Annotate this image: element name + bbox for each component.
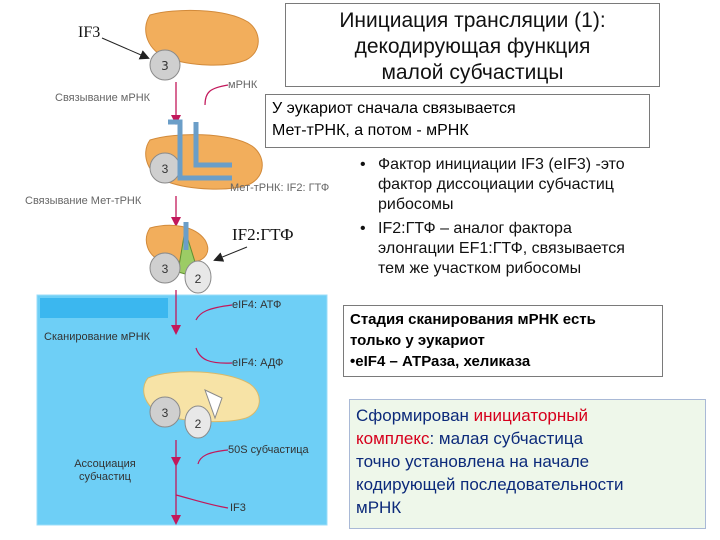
complex-note-red-text: комплекс	[356, 429, 430, 448]
complex-note-text: : малая субчастица	[429, 429, 584, 448]
if3-factor-circle	[149, 252, 181, 284]
if2-factor-circle	[184, 260, 212, 294]
complex-note-box: Сформирован инициаторный комплекс: малая…	[349, 399, 706, 529]
factor-if3-line-1: Фактор инициации IF3 (eIF3) -это	[378, 156, 625, 173]
mrna-label: мРНК	[228, 79, 258, 91]
scanning-note-line-2: только у эукариот	[350, 332, 485, 349]
factor-if2-line-2: элонгации EF1:ГТФ, связывается	[378, 240, 625, 257]
title-line-2: декодирующая функция	[354, 35, 591, 58]
translation-initiation-diagram: 3 IF3 Связывание мРНК мРНК 3 Мет-тРНК: I…	[25, 9, 329, 526]
scanning-note-line-3-text: eIF4 – АТРаза, хеликаза	[355, 353, 531, 370]
title-line-3: малой субчастицы	[381, 61, 564, 84]
title-line-1: Инициация трансляции (1):	[339, 9, 606, 32]
met-trna-label: Мет-тРНК: IF2: ГТФ	[230, 182, 329, 194]
mrna-scanning-label: Сканирование мРНК	[44, 331, 151, 343]
if2-factor-circle	[184, 405, 212, 439]
subunit-50s-arrow	[197, 449, 229, 465]
stage-1-complex: 3 IF3	[78, 9, 259, 81]
stage-4-complex: 3 2	[143, 371, 260, 439]
if3-factor-circle	[149, 49, 181, 81]
complex-note-red-text: инициаторный	[473, 406, 588, 425]
factor-item-if3: • Фактор инициации IF3 (eIF3) -это факто…	[360, 155, 710, 215]
if3-pointer-arrow	[101, 37, 150, 60]
eif4-atp-arrow	[195, 304, 233, 321]
if3-factor-circle	[149, 396, 181, 428]
subunit-50s-label: 50S субчастица	[228, 444, 310, 456]
subunit-3-label: 3	[162, 162, 169, 176]
complex-note-line-2: комплекс: малая субчастица	[356, 427, 699, 450]
factor-if3-line-3: рибосомы	[378, 196, 454, 213]
factor-if3-line-2: фактор диссоциации субчастиц	[378, 176, 614, 193]
eif4-adp-label: eIF4: АДФ	[232, 357, 283, 369]
stage-2-complex: 3	[145, 119, 263, 190]
eukaryote-note-box: У эукариот сначала связывается Мет-тРНК,…	[265, 94, 650, 148]
scanning-note-line-1: Стадия сканирования мРНК есть	[350, 311, 596, 328]
if3-release-label: IF3	[230, 502, 246, 514]
mrna-binding-label: Связывание мРНК	[55, 92, 151, 104]
factor-if2-line-3: тем же участком рибосомы	[378, 260, 582, 277]
eif4-atp-label: eIF4: АТФ	[232, 299, 281, 311]
association-label-line-1: Ассоциация	[74, 458, 136, 470]
eukaryote-note-line-2: Мет-тРНК, а потом - мРНК	[272, 122, 469, 139]
subunit-3-label: 3	[161, 59, 169, 73]
eif4-adp-arrow	[195, 347, 233, 364]
bullet-icon: •	[350, 353, 356, 370]
bullet-icon: •	[360, 156, 366, 173]
complex-note-line-4: кодирующей последовательности	[356, 475, 624, 494]
mrna-strand	[168, 119, 232, 181]
factors-list: • Фактор инициации IF3 (eIF3) -это факто…	[360, 155, 710, 279]
if2-gtp-pointer-arrow	[213, 246, 248, 262]
if2-gtp-label: IF2:ГТФ	[232, 225, 294, 244]
met-trna-binding-label: Связывание Мет-тРНК	[25, 195, 142, 207]
association-label-line-2: субчастиц	[79, 471, 132, 483]
mrna-incoming-arrow	[204, 84, 229, 106]
if3-release-arrow	[175, 494, 229, 509]
factor-if2-line-1: IF2:ГТФ – аналог фактора	[378, 220, 572, 237]
subunit-2-label: 2	[195, 272, 202, 286]
met-trna-shape	[204, 389, 223, 420]
if3-label: IF3	[78, 24, 100, 41]
complex-note-line-3: точно установлена на начале	[356, 452, 590, 471]
complex-note-text: Сформирован	[356, 406, 474, 425]
subunit-3-label: 3	[162, 406, 169, 420]
subunit-3-label: 3	[162, 262, 169, 276]
met-trna-strand	[193, 122, 232, 168]
scanning-note-line-3: •eIF4 – АТРаза, хеликаза	[350, 351, 656, 372]
complex-note-line-5: мРНК	[356, 498, 402, 517]
bullet-icon: •	[360, 220, 366, 237]
scanning-stage-header	[40, 298, 168, 318]
factor-item-if2: • IF2:ГТФ – аналог фактора элонгации EF1…	[360, 219, 710, 279]
title-box: Инициация трансляции (1): декодирующая ф…	[285, 3, 660, 87]
stage-3-complex: 3 2	[145, 222, 212, 294]
subunit-2-label: 2	[195, 417, 202, 431]
complex-note-line-1: Сформирован инициаторный	[356, 404, 699, 427]
eukaryote-note-line-1: У эукариот сначала связывается	[272, 100, 516, 117]
scanning-note-box: Стадия сканирования мРНК есть только у э…	[343, 305, 663, 377]
